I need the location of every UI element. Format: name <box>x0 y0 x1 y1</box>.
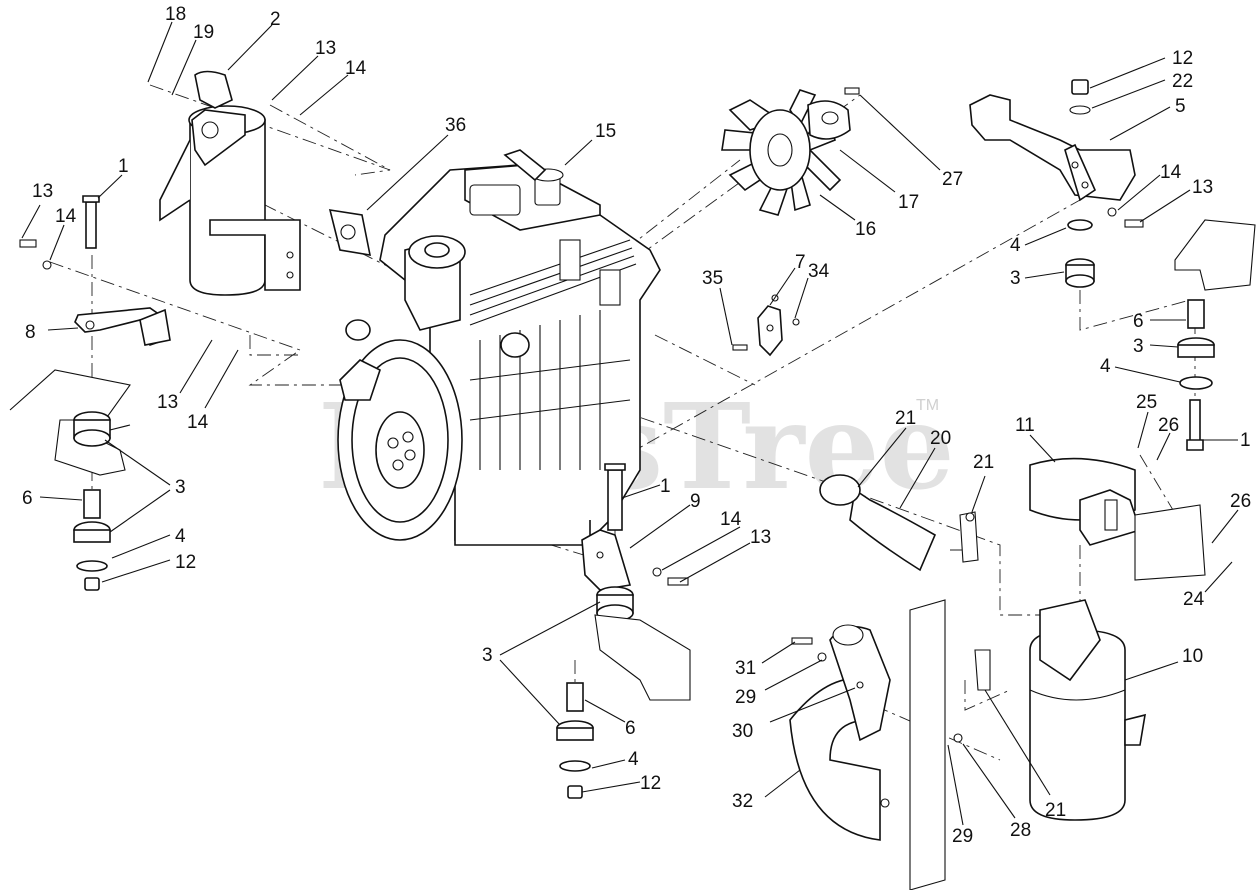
callout-13: 13 <box>750 527 771 548</box>
callout-20: 20 <box>930 428 951 449</box>
callout-13: 13 <box>315 38 336 59</box>
callout-6: 6 <box>625 718 636 739</box>
callout-29: 29 <box>735 687 756 708</box>
callout-12: 12 <box>640 773 661 794</box>
callout-2: 2 <box>270 9 281 30</box>
callout-14: 14 <box>187 412 209 433</box>
callout-13: 13 <box>1192 177 1213 198</box>
callout-6: 6 <box>1133 311 1144 332</box>
fan-icon <box>721 87 860 216</box>
engine-icon <box>337 149 661 546</box>
callout-30: 30 <box>732 721 753 742</box>
callout-3: 3 <box>482 645 493 666</box>
callout-32: 32 <box>732 791 753 812</box>
callout-4: 4 <box>175 526 186 547</box>
callout-31: 31 <box>735 658 756 679</box>
callout-22: 22 <box>1172 71 1193 92</box>
callout-8: 8 <box>25 322 36 343</box>
callout-14: 14 <box>345 58 367 79</box>
callout-4: 4 <box>628 749 639 770</box>
callout-3: 3 <box>1010 268 1021 289</box>
callout-6: 6 <box>22 488 33 509</box>
callout-21: 21 <box>1045 800 1066 821</box>
callout-1: 1 <box>1240 430 1251 451</box>
callout-labels: 18 19 2 13 14 36 15 1 13 14 8 13 14 3 6 … <box>22 4 1251 847</box>
callout-14: 14 <box>720 509 742 530</box>
callout-4: 4 <box>1010 235 1021 256</box>
callout-21: 21 <box>895 408 916 429</box>
callout-19: 19 <box>193 22 214 43</box>
callout-13: 13 <box>32 181 53 202</box>
hose-icon <box>819 474 979 572</box>
callout-3: 3 <box>1133 336 1144 357</box>
callout-4: 4 <box>1100 356 1111 377</box>
callout-11: 11 <box>1015 415 1035 436</box>
air-cleaner-icon <box>974 457 1206 821</box>
callout-13: 13 <box>157 392 178 413</box>
left-isolator-icon <box>19 195 111 591</box>
callout-14: 14 <box>1160 162 1182 183</box>
right-mount-bracket-icon <box>969 79 1256 451</box>
callout-24: 24 <box>1183 589 1205 610</box>
callout-12: 12 <box>175 552 196 573</box>
callout-29: 29 <box>952 826 973 847</box>
callout-34: 34 <box>808 261 830 282</box>
callout-25: 25 <box>1136 392 1157 413</box>
callout-21: 21 <box>973 452 994 473</box>
callout-28: 28 <box>1010 820 1031 841</box>
callout-35: 35 <box>702 268 723 289</box>
left-mount-bracket-icon <box>9 307 171 476</box>
throttle-bracket-icon <box>732 294 800 357</box>
muffler-icon <box>159 70 372 296</box>
callout-14: 14 <box>55 206 77 227</box>
callout-18: 18 <box>165 4 186 25</box>
callout-26: 26 <box>1230 491 1251 512</box>
callout-5: 5 <box>1175 96 1186 117</box>
watermark-trademark: TM <box>916 397 939 414</box>
callout-12: 12 <box>1172 48 1193 69</box>
leader-lines <box>21 21 1239 826</box>
callout-7: 7 <box>795 252 806 273</box>
callout-17: 17 <box>898 192 919 213</box>
callout-26: 26 <box>1158 415 1179 436</box>
callout-10: 10 <box>1182 646 1203 667</box>
callout-15: 15 <box>595 121 616 142</box>
callout-9: 9 <box>690 491 701 512</box>
callout-1: 1 <box>118 156 129 177</box>
air-cleaner-bracket-icon <box>789 599 963 890</box>
callout-1: 1 <box>660 476 671 497</box>
callout-3: 3 <box>175 477 186 498</box>
callout-36: 36 <box>445 115 466 136</box>
callout-27: 27 <box>942 169 963 190</box>
callout-16: 16 <box>855 219 876 240</box>
